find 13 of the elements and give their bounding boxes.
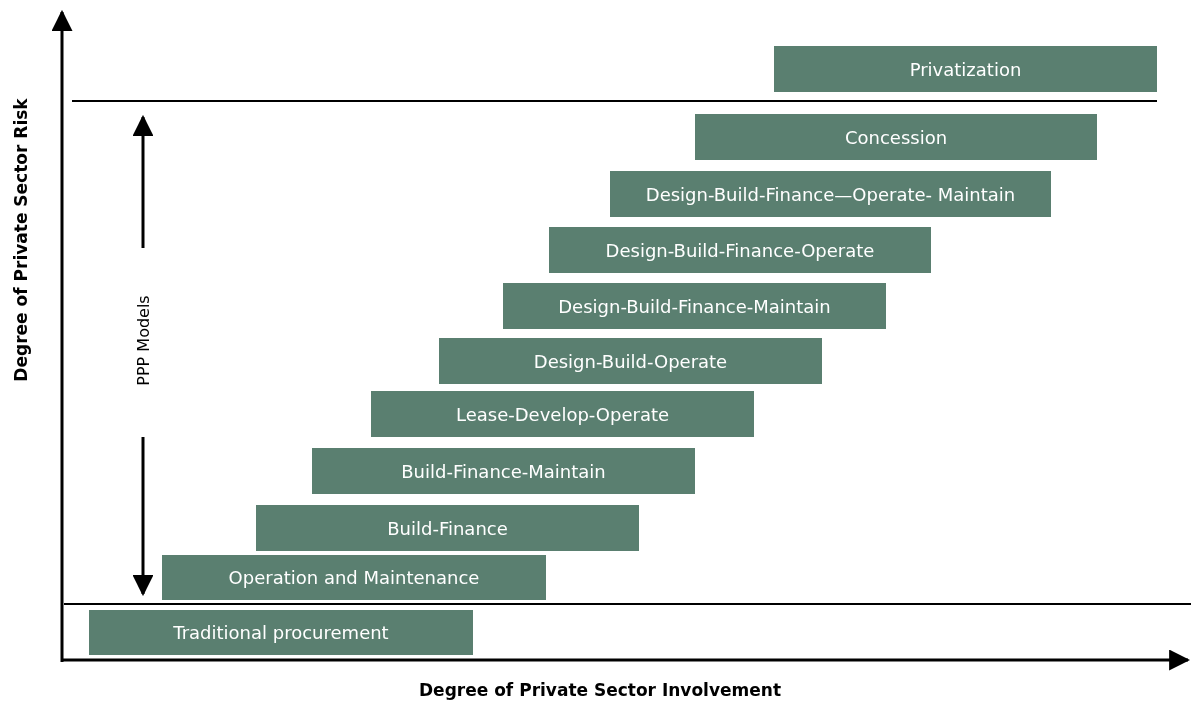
model-box: Lease-Develop-Operate <box>371 391 754 437</box>
axis-title: Degree of Private Sector Risk <box>10 98 31 382</box>
model-box: Concession <box>695 114 1097 160</box>
model-box: Design-Build-Finance—Operate- Maintain <box>610 171 1051 217</box>
model-box: Operation and Maintenance <box>162 555 546 600</box>
model-box: Build-Finance-Maintain <box>312 448 695 494</box>
model-box: Design-Build-Finance-Operate <box>549 227 931 273</box>
model-box: Design-Build-Finance-Maintain <box>503 283 886 329</box>
model-box: Privatization <box>774 46 1157 92</box>
model-box: Traditional procurement <box>89 610 473 655</box>
model-box: Build-Finance <box>256 505 639 551</box>
model-box: Design-Build-Operate <box>439 338 822 384</box>
axis-title: Degree of Private Sector Involvement <box>419 680 782 700</box>
